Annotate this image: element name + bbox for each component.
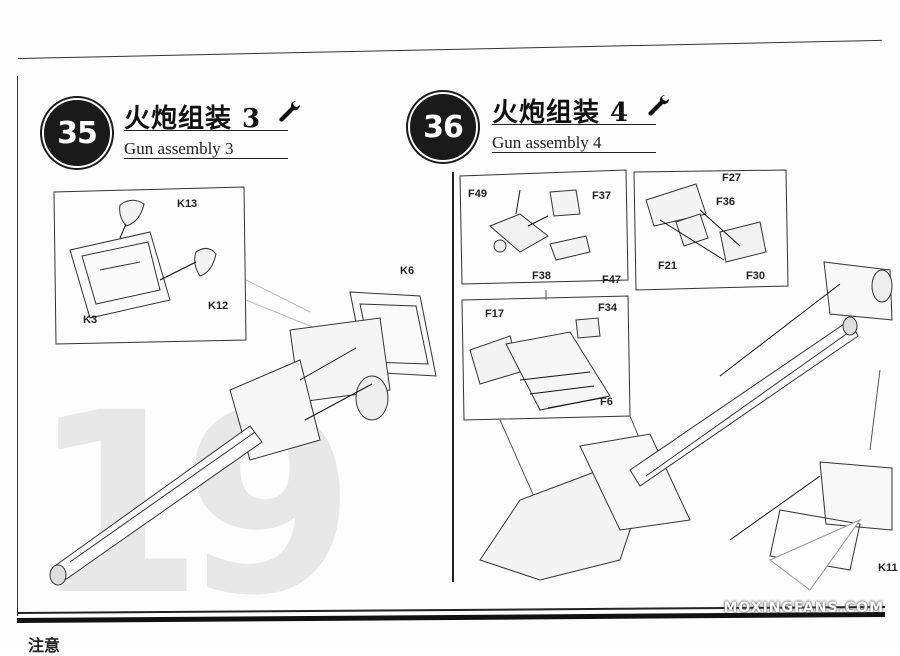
watermark-text: MOXINGFANS.COM [723, 600, 884, 616]
step-35-title-underline [124, 130, 288, 131]
footer-fragment: 注意 [28, 636, 61, 655]
wrench-icon [648, 94, 670, 116]
part-label-f17: F17 [485, 308, 504, 320]
step-35-badge: 35 [44, 100, 110, 166]
part-label-f34: F34 [598, 302, 617, 314]
part-label-f37: F37 [592, 190, 611, 202]
part-label-k6: K6 [400, 265, 415, 277]
part-label-f27: F27 [722, 172, 741, 184]
part-label-k3: K3 [83, 314, 98, 326]
frame-left-border [17, 76, 18, 616]
part-label-k13: K13 [177, 198, 198, 210]
step-35-subtitle-underline [124, 158, 288, 159]
step-35-title-cn: 火炮组装 3 [124, 104, 262, 134]
step-36-badge: 36 [410, 94, 476, 160]
wrench-icon [279, 100, 301, 122]
part-label-f6: F6 [600, 396, 613, 408]
step-36-subtitle-underline [492, 152, 656, 153]
part-label-f21: F21 [658, 260, 677, 272]
part-label-f38: F38 [532, 270, 551, 282]
step-36-title-cn: 火炮组装 4 [492, 98, 630, 128]
step-36-title-en: Gun assembly 4 [492, 133, 602, 152]
part-label-k11: K11 [878, 562, 898, 574]
part-label-f47: F47 [602, 274, 621, 286]
part-label-f49: F49 [468, 188, 487, 200]
step-36-title-underline [492, 124, 656, 125]
part-label-k12: K12 [208, 300, 229, 312]
part-label-f30: F30 [746, 270, 765, 282]
step-35-detail-box [53, 186, 247, 345]
step-35-title-en: Gun assembly 3 [124, 139, 234, 158]
part-label-f36: F36 [716, 196, 735, 208]
step-divider [452, 172, 454, 582]
